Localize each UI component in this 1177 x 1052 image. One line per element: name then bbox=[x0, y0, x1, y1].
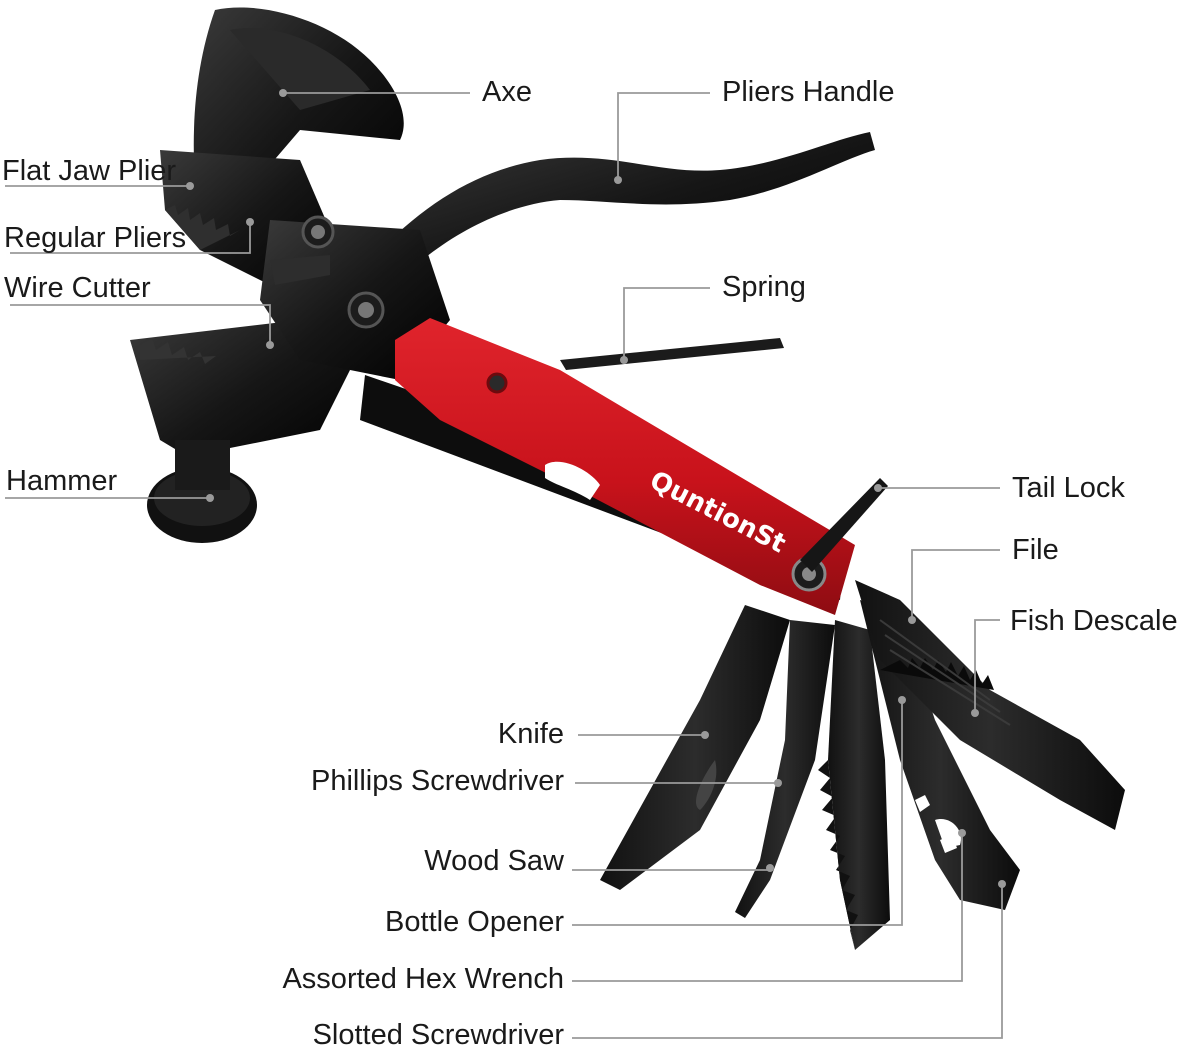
pliers-handle-shape bbox=[380, 132, 875, 280]
label-bottle-opener: Bottle Opener bbox=[385, 906, 564, 938]
spring-shape bbox=[560, 338, 784, 370]
label-phillips-screwdriver: Phillips Screwdriver bbox=[310, 765, 564, 797]
label-wood-saw: Wood Saw bbox=[424, 845, 564, 877]
label-wire-cutter: Wire Cutter bbox=[4, 272, 151, 304]
phillips-screwdriver-shape bbox=[735, 620, 835, 918]
label-pliers-handle: Pliers Handle bbox=[722, 76, 895, 108]
wood-saw-shape bbox=[828, 620, 890, 950]
label-hammer: Hammer bbox=[6, 465, 118, 497]
label-knife: Knife bbox=[497, 718, 564, 750]
label-axe: Axe bbox=[482, 76, 532, 108]
label-tail-lock: Tail Lock bbox=[1012, 472, 1125, 504]
handle-rivet bbox=[486, 372, 508, 394]
label-file: File bbox=[1012, 534, 1059, 566]
leader-dots bbox=[186, 89, 1006, 888]
red-handle-shape bbox=[395, 318, 855, 615]
label-assorted-hex-wrench: Assorted Hex Wrench bbox=[282, 963, 564, 995]
label-fish-descaler: Fish Descaler bbox=[1010, 605, 1177, 637]
label-slotted-screwdriver: Slotted Screwdriver bbox=[312, 1019, 564, 1051]
leader-lines bbox=[5, 92, 1003, 1039]
label-spring: Spring bbox=[722, 271, 806, 303]
knife-blade-shape bbox=[600, 605, 790, 890]
label-regular-pliers: Regular Pliers bbox=[4, 222, 187, 254]
label-flat-jaw-plier: Flat Jaw Plier bbox=[2, 155, 177, 187]
tail-lock-lever bbox=[800, 478, 888, 572]
